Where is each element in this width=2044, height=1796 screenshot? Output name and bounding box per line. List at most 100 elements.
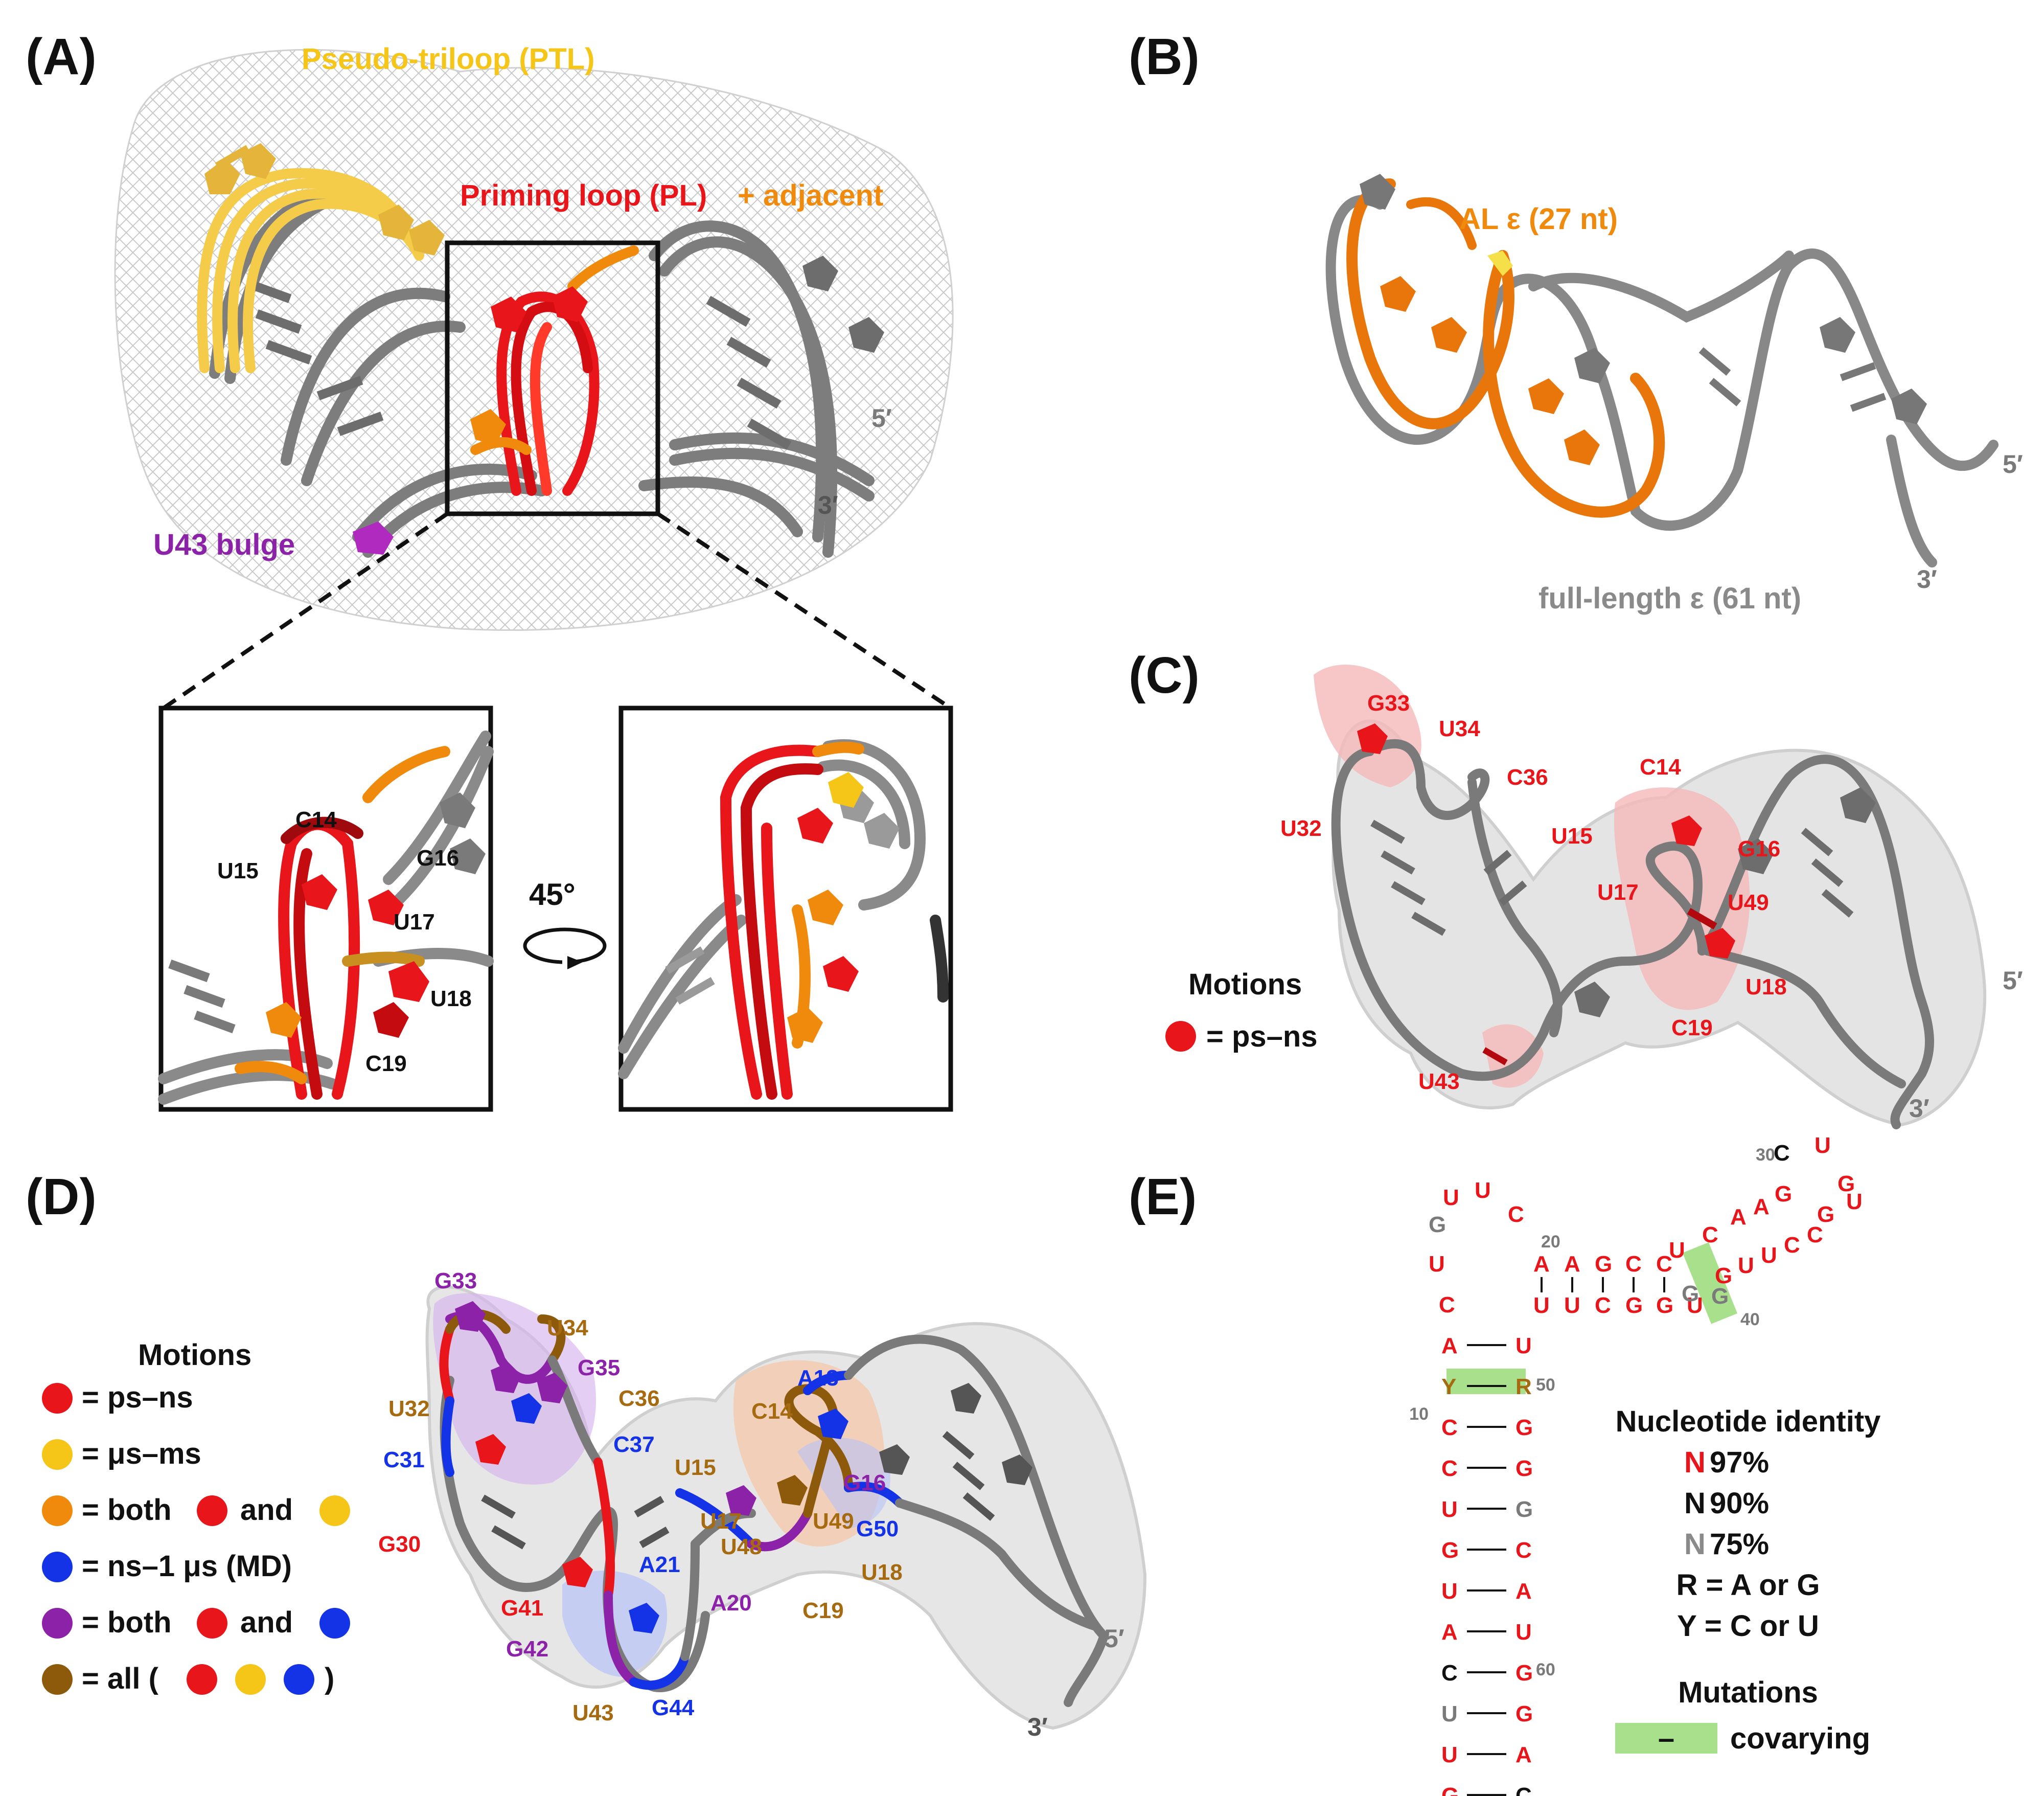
stem-left-6: U (1441, 1579, 1458, 1604)
arm-lower-5: U (1846, 1189, 1863, 1214)
legend-dot-4 (42, 1608, 73, 1639)
mid-g-gray: G (1682, 1281, 1699, 1306)
legend-text-5: = all ( (82, 1662, 159, 1695)
arm-upper-2: G (1775, 1181, 1792, 1207)
panel-a-5prime: 5′ (871, 404, 892, 433)
legend-text-4: = both (82, 1606, 172, 1639)
stem-right-2: G (1515, 1415, 1533, 1440)
lower-0: U (1533, 1293, 1550, 1318)
arm-lower-1: U (1761, 1243, 1777, 1268)
residue-u17: U17 (700, 1509, 742, 1534)
adjacent-label: + adjacent (738, 179, 883, 212)
residue-g35: G35 (578, 1355, 620, 1380)
lower-1: U (1564, 1293, 1580, 1318)
panel-c-label-u32: U32 (1280, 816, 1322, 841)
stem-left-2: C (1441, 1415, 1458, 1440)
stem-right-4: G (1515, 1497, 1533, 1522)
legend-dot-1 (42, 1439, 73, 1470)
stem-right-8: G (1515, 1661, 1533, 1686)
identity-75: N 75% (1684, 1528, 1769, 1561)
identity-75-n: N (1684, 1528, 1706, 1561)
al-epsilon-label: AL ε (27 nt) (1459, 202, 1618, 236)
arm-upper-4: U (1815, 1133, 1831, 1158)
lower-2: C (1595, 1293, 1611, 1318)
residue-c31: C31 (383, 1447, 425, 1472)
upper-4: C (1656, 1252, 1672, 1277)
lower-5: U (1687, 1293, 1703, 1318)
num-20: 20 (1541, 1232, 1560, 1252)
inset-label-u15: U15 (217, 858, 259, 883)
mid-g: G (1715, 1263, 1732, 1288)
legend-dot-b-2 (319, 1495, 350, 1526)
stem-left-9: U (1441, 1701, 1458, 1726)
inset-rotated-view (618, 706, 953, 1112)
upper-3: C (1625, 1252, 1642, 1277)
panel-c-3prime: 3′ (1909, 1094, 1930, 1123)
residue-u34: U34 (547, 1315, 588, 1340)
u43-bulge-mark (353, 521, 394, 555)
panel-c-label-g16: G16 (1738, 836, 1780, 861)
legend-dot-2 (42, 1495, 73, 1526)
loop-1: U (1429, 1252, 1445, 1277)
stem-left-0: A (1441, 1333, 1458, 1358)
panel-b-3prime: 3′ (1917, 565, 1937, 594)
residue-a20: A20 (710, 1590, 752, 1616)
rna-base-slabs (245, 256, 884, 450)
stem-left-11: G (1441, 1783, 1459, 1796)
u43-bulge-label: U43 bulge (153, 528, 295, 561)
loop-4: U (1475, 1178, 1491, 1203)
residue-u18: U18 (861, 1560, 903, 1585)
inset-front-view: C14 U15 G16 U17 U18 C19 (158, 706, 494, 1112)
num-30: 30 (1756, 1145, 1775, 1165)
panel-a-3prime: 3′ (818, 491, 838, 519)
stem-left-1: Y (1441, 1374, 1456, 1399)
rotation-arrow-icon (523, 927, 607, 969)
arm-upper-1: A (1753, 1194, 1770, 1219)
panel-d-3prime: 3′ (1027, 1713, 1048, 1741)
residue-a21: A21 (639, 1552, 680, 1577)
num-50: 50 (1536, 1375, 1555, 1395)
loop-5: C (1508, 1202, 1524, 1227)
panel-a: (A) (26, 28, 954, 1112)
stem-right-9: G (1515, 1701, 1533, 1726)
priming-loop-label: Priming loop (PL) (460, 179, 707, 212)
legend-dot-b-4 (319, 1608, 350, 1639)
mid-g2: G (1711, 1284, 1729, 1309)
panel-d-motions-title: Motions (138, 1338, 251, 1372)
loop-2: G (1429, 1212, 1446, 1237)
legend-dot-0 (42, 1383, 73, 1414)
ptl-label: Pseudo-triloop (PTL) (302, 42, 595, 76)
identity-75-pct: 75% (1710, 1528, 1769, 1561)
stem-right-1: R (1515, 1374, 1532, 1399)
legend-all-yellow (235, 1664, 266, 1695)
upper-0: A (1533, 1252, 1550, 1277)
panel-c-label-c19: C19 (1671, 1015, 1713, 1040)
covary-legend-dash: – (1658, 1722, 1674, 1755)
secondary-structure: AUYRCGCGUGGCUAAUCGUGUAGCUA5′3′CUGUUCAAGC… (1409, 1133, 1863, 1796)
panel-c-motions-title: Motions (1188, 968, 1302, 1001)
mid-u: U (1669, 1238, 1685, 1263)
loop-0: C (1439, 1292, 1455, 1317)
panel-c-flex-region-1 (1314, 665, 1421, 787)
panel-c-label-u34: U34 (1439, 716, 1480, 741)
stem-right-3: G (1515, 1456, 1533, 1481)
panel-d-residue-labels: G33U34G35C36U32C37C31G30A13C14U15G16U17U… (378, 1268, 903, 1725)
arm-lower-3: C (1807, 1222, 1823, 1247)
residue-g33: G33 (434, 1268, 477, 1293)
legend-text-3: = ns–1 μs (MD) (82, 1550, 292, 1583)
inset-label-u17: U17 (394, 910, 435, 935)
residue-u32: U32 (388, 1396, 430, 1421)
panel-c-label-u18: U18 (1746, 974, 1787, 999)
legend-dot-a-4 (197, 1608, 227, 1639)
mutations-title: Mutations (1678, 1676, 1818, 1709)
identity-97-pct: 97% (1710, 1446, 1769, 1479)
stem-left-4: U (1441, 1497, 1458, 1522)
num-40: 40 (1740, 1310, 1760, 1329)
legend-text-0: = ps–ns (82, 1381, 193, 1414)
residue-u49: U49 (813, 1509, 854, 1534)
legend-dot-3 (42, 1552, 73, 1582)
priming-loop-zoom-box (445, 240, 660, 516)
legend-close-paren: ) (325, 1662, 334, 1695)
